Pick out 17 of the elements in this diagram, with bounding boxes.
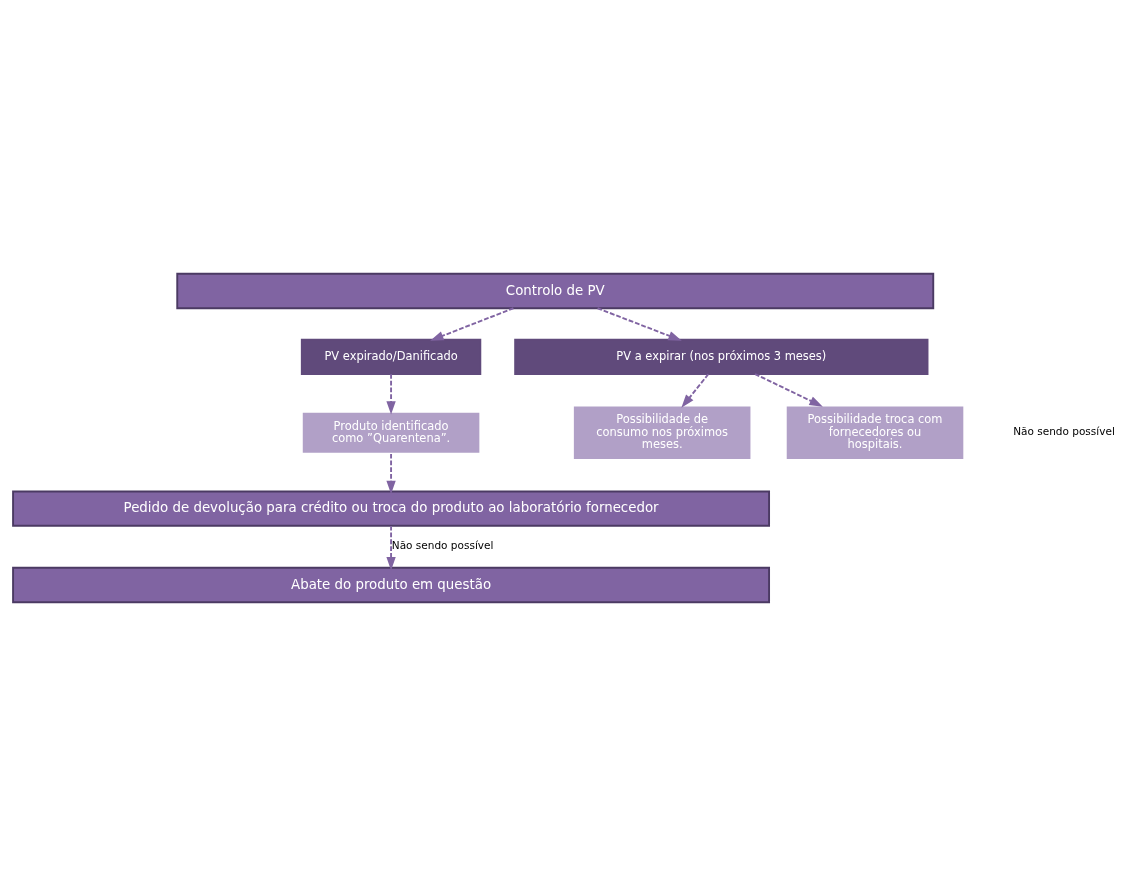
label: Não sendo possível (1013, 425, 1115, 438)
edge-label: Não sendo possível (391, 539, 494, 552)
arrow (386, 373, 396, 415)
arrow (430, 307, 515, 341)
arrow (386, 452, 396, 495)
arrow (754, 373, 823, 407)
arrow (596, 307, 682, 341)
node-box: Possibilidade troca com fornecedores ou hospitais. (784, 404, 966, 461)
node-box: Controlo de PV (176, 272, 935, 310)
arrow (681, 373, 710, 408)
arrow (386, 525, 396, 571)
node-box: PV expirado/Danificado (300, 338, 482, 375)
node-box: Abate do produto em questão (12, 566, 771, 604)
node-box: Pedido de devolução para crédito ou troca do produto ao laboratório fornecedor (12, 490, 771, 527)
node-box: Possibilidade de consumo nos próximos meses. (571, 404, 753, 461)
node-box: Produto identificado como ”Quarentena”. (300, 410, 482, 455)
node-box: PV a expirar (nos próximos 3 meses) (514, 338, 929, 375)
